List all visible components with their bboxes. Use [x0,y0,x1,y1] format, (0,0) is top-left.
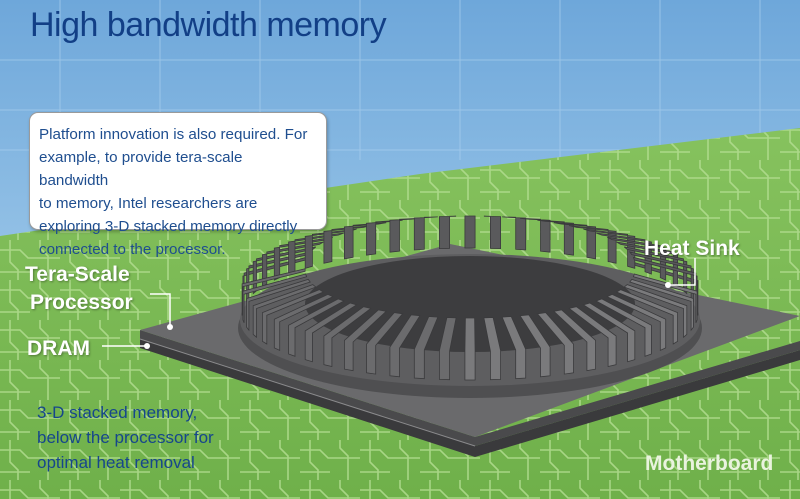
page-title: High bandwidth memory [30,6,387,44]
dram-layer [140,339,800,457]
processor-label-line1: Tera-Scale [25,263,130,286]
heatsink-fin [519,314,551,378]
heatsink-fin [595,298,652,357]
heatsink-fin [343,222,387,260]
heatsink-fin [583,228,636,269]
heatsink-fin [242,273,308,324]
heatsink-fin [615,289,678,345]
sky-grid [0,0,800,160]
note-line: optimal heat removal [37,453,195,472]
heatsink-fin [623,246,688,295]
heatsink-fin [366,219,403,256]
heatsink-fin [568,306,617,367]
heatsink-fin [366,312,404,375]
heatsink-fin [483,215,502,250]
callout-line: example, to provide tera-scale bandwidth [39,149,243,189]
heatsink-fin [288,298,345,357]
callout-line: Platform innovation is also required. Fo… [39,126,308,143]
callout-line: exploring 3-D stacked memory directly [39,218,298,235]
heatsink-fin [607,236,667,281]
stacked-memory-note: 3-D stacked memory, below the processor … [37,400,297,475]
info-callout: Platform innovation is also required. Fo… [29,112,327,258]
dram-leader-dot [144,343,150,349]
heatsink-fin [501,316,527,380]
heatsink-fin [252,284,317,339]
heatsink-fin [595,232,652,275]
heatsink-fin [273,293,334,352]
note-line: below the processor for [37,428,214,447]
heatsink-fin [304,302,358,363]
heatsink-fin [582,302,636,363]
heatsink-fin [438,317,457,381]
heatsink-fins-front [241,268,698,381]
heatsink-fin [553,222,596,260]
heatsink-fin [629,278,694,332]
processor-leader [150,293,171,325]
heatsink-fin [413,316,439,380]
heatsink-fin [632,273,698,324]
note-line: 3-D stacked memory, [37,403,198,422]
heatsink-leader [670,258,696,286]
heatsink-leader-dot [665,282,671,288]
heatsink-fin [261,289,325,345]
heatsink-fin [464,215,476,249]
heatsink-fin [569,225,617,264]
processor-layer-side [140,330,800,446]
heatsink-fin [343,309,388,372]
heatsink-fin [502,216,527,251]
heatsink-fin [413,216,438,251]
dram-label: DRAM [27,337,90,360]
heatsink-fin [389,314,421,378]
heatsink-fin [304,228,357,269]
heatsink-fin [261,241,324,288]
heatsink-fin [241,268,306,316]
heatsink-fin [537,219,574,256]
heatsink-fin [536,312,574,375]
processor-leader-dot [167,324,173,330]
motherboard-label: Motherboard [645,452,774,475]
heatsink-fin [606,293,667,352]
processor-label-line2: Processor [30,291,133,314]
heatsink-fin [438,215,457,250]
heatsink-fin [552,309,596,372]
callout-line: to memory, Intel researchers are [39,195,258,212]
callout-line: connected to the processor. [39,241,226,258]
heatsink-fin [520,217,551,253]
heatsink-fin [623,284,688,339]
heatsink-fin [246,278,311,332]
heatsink-fin [483,317,502,381]
heatsink-fin [323,306,372,367]
heatsink-fin [464,317,476,381]
heat-sink-label: Heat Sink [644,237,740,260]
